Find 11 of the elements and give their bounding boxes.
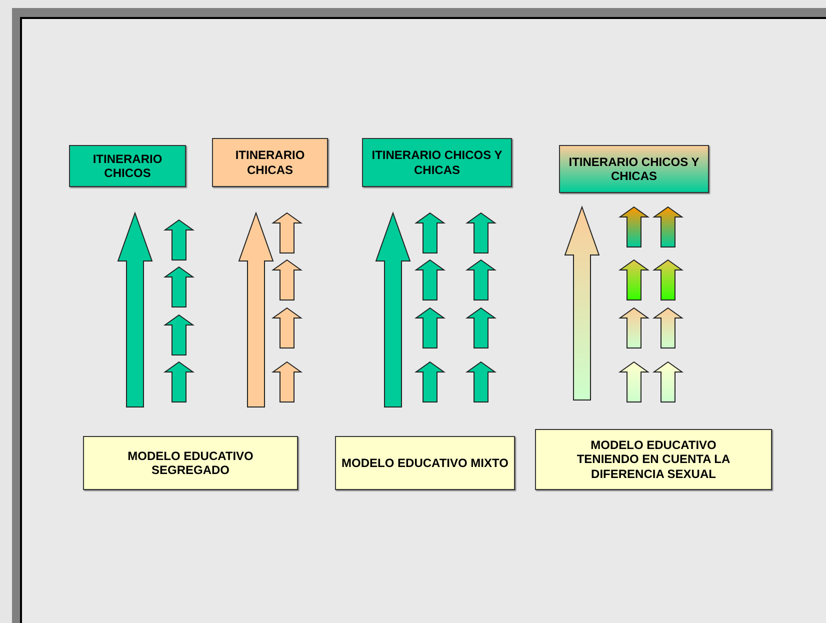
block-arrow [238,212,274,408]
itinerary-label: ITINERARIO CHICOS Y CHICAS [362,138,512,187]
itinerary-label: ITINERARIO CHICAS [212,138,328,187]
model-label: MODELO EDUCATIVO TENIENDO EN CUENTA LA DIFERENCIA SEXUAL [535,429,772,490]
itinerary-label: ITINERARIO CHICOS [69,145,186,187]
model-label: MODELO EDUCATIVO SEGREGADO [83,436,298,490]
itinerary-label: ITINERARIO CHICOS Y CHICAS [559,145,709,193]
model-label: MODELO EDUCATIVO MIXTO [335,436,515,490]
block-arrow [564,206,600,400]
block-arrow [375,212,411,408]
block-arrow [117,212,153,408]
